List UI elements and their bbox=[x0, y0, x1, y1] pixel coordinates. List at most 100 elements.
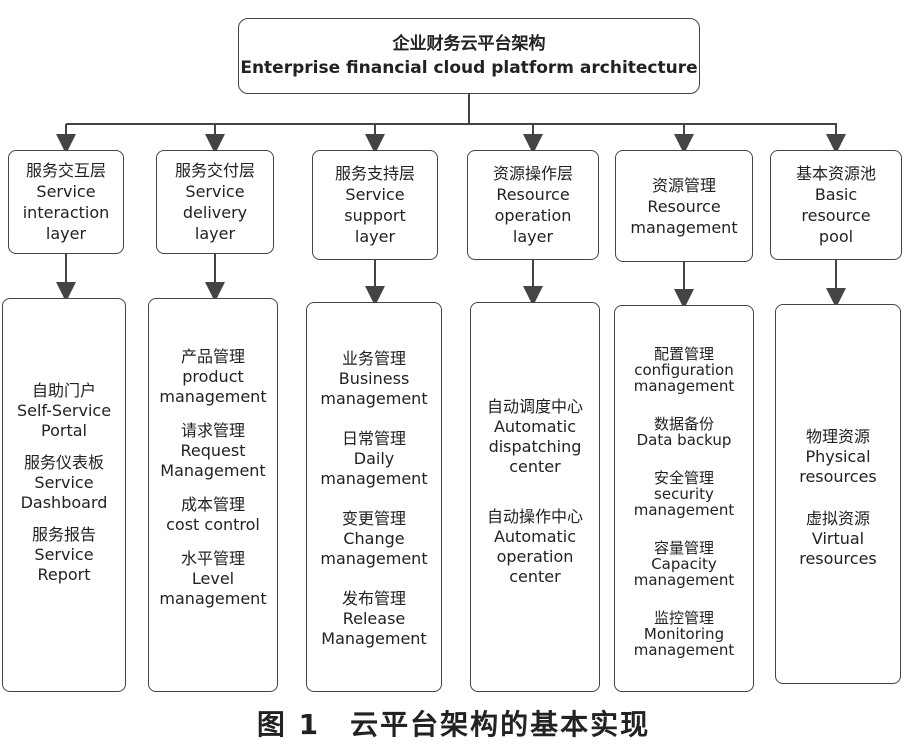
layer-title-zh: 资源管理 bbox=[651, 175, 716, 195]
item-label-en-line: Virtual bbox=[811, 529, 865, 548]
layer-title-zh: 服务交互层 bbox=[25, 161, 106, 180]
root-node: 企业财务云平台架构 Enterprise financial cloud pla… bbox=[238, 18, 700, 94]
item-label-en-line: center bbox=[509, 567, 561, 586]
item-label-en-line: product bbox=[182, 367, 244, 386]
layer-box-2: 服务交付层 Service delivery layer bbox=[156, 150, 274, 254]
layer-title-en-line: layer bbox=[354, 227, 396, 246]
layer-title-en-line: layer bbox=[512, 227, 554, 246]
item-label-en-line: Request bbox=[180, 441, 246, 460]
item-label-zh: 服务仪表板 bbox=[23, 453, 104, 472]
item-label-en-line: operation bbox=[496, 547, 574, 566]
item-label-en-line: management bbox=[633, 501, 735, 519]
item-label-en-line: management bbox=[320, 549, 428, 568]
item-label-en-line: Service bbox=[34, 473, 94, 492]
item-label-en-line: resources bbox=[799, 467, 877, 486]
figure-caption: 图 1 云平台架构的基本实现 bbox=[256, 708, 651, 741]
layer-title-zh: 资源操作层 bbox=[492, 164, 573, 183]
item-label-en-line: Level bbox=[191, 569, 235, 588]
item-label-en-line: management bbox=[633, 571, 735, 589]
item-label-en-line: management bbox=[633, 641, 735, 659]
layer-title-en-line: Resource bbox=[647, 196, 721, 216]
layer-title-en-line: layer bbox=[194, 224, 236, 243]
layer-box-6: 基本资源池 Basic resource pool bbox=[770, 150, 902, 260]
item-label-zh: 产品管理 bbox=[180, 347, 245, 366]
item-label-zh: 服务报告 bbox=[31, 525, 96, 544]
root-title-zh: 企业财务云平台架构 bbox=[392, 34, 546, 54]
layer-title-en-line: Service bbox=[185, 182, 245, 201]
item-label-en-line: resources bbox=[799, 549, 877, 568]
item-label-en-line: Report bbox=[37, 565, 91, 584]
layer-title-en-line: management bbox=[630, 217, 738, 237]
item-label-en-line: management bbox=[159, 387, 267, 406]
layer-title-zh: 服务支持层 bbox=[334, 164, 415, 183]
item-label-en-line: Daily bbox=[353, 449, 395, 468]
item-label-en-line: Business bbox=[338, 369, 410, 388]
layer-title-en-line: Basic bbox=[814, 185, 858, 204]
layer-title-en-line: pool bbox=[818, 227, 854, 246]
item-label-zh: 物理资源 bbox=[805, 427, 870, 446]
item-label-en-line: Physical bbox=[805, 447, 871, 466]
layer-title-en-line: layer bbox=[45, 224, 87, 243]
item-label-en-line: management bbox=[633, 377, 735, 395]
item-label-en-line: Data backup bbox=[636, 431, 732, 449]
layer-title-en-line: Service bbox=[36, 182, 96, 201]
item-label-en-line: center bbox=[509, 457, 561, 476]
root-title-en: Enterprise financial cloud platform arch… bbox=[240, 58, 698, 78]
layer-title-en-line: interaction bbox=[22, 203, 110, 222]
item-label-en-line: Self-Service bbox=[16, 401, 112, 420]
layer-title-zh: 基本资源池 bbox=[795, 164, 876, 183]
item-label-en-line: Management bbox=[160, 461, 266, 480]
item-label-en-line: Dashboard bbox=[20, 493, 108, 512]
item-label-zh: 数据备份 bbox=[653, 415, 714, 433]
item-label-en-line: management bbox=[320, 469, 428, 488]
layer-title-en-line: resource bbox=[801, 206, 871, 225]
item-label-en-line: dispatching bbox=[488, 437, 582, 456]
item-label-zh: 监控管理 bbox=[653, 609, 714, 627]
layer-title-en-line: Resource bbox=[496, 185, 570, 204]
item-label-zh: 发布管理 bbox=[341, 589, 406, 608]
item-label-zh: 请求管理 bbox=[180, 421, 245, 440]
item-label-en-line: Monitoring bbox=[643, 625, 725, 643]
item-label-en-line: Automatic bbox=[493, 417, 577, 436]
layer-title-en-line: delivery bbox=[182, 203, 248, 222]
item-label-en-line: security bbox=[654, 485, 714, 503]
item-label-en-line: Automatic bbox=[493, 527, 577, 546]
item-label-zh: 虚拟资源 bbox=[805, 509, 870, 528]
item-label-en-line: Capacity bbox=[651, 555, 717, 573]
layer-title-en-line: Service bbox=[345, 185, 405, 204]
item-label-zh: 自助门户 bbox=[31, 381, 96, 400]
item-label-en-line: management bbox=[159, 589, 267, 608]
item-label-zh: 配置管理 bbox=[653, 345, 714, 363]
layer-title-zh: 服务交付层 bbox=[174, 161, 255, 180]
item-label-zh: 业务管理 bbox=[341, 349, 406, 368]
item-label-en-line: Release bbox=[342, 609, 406, 628]
